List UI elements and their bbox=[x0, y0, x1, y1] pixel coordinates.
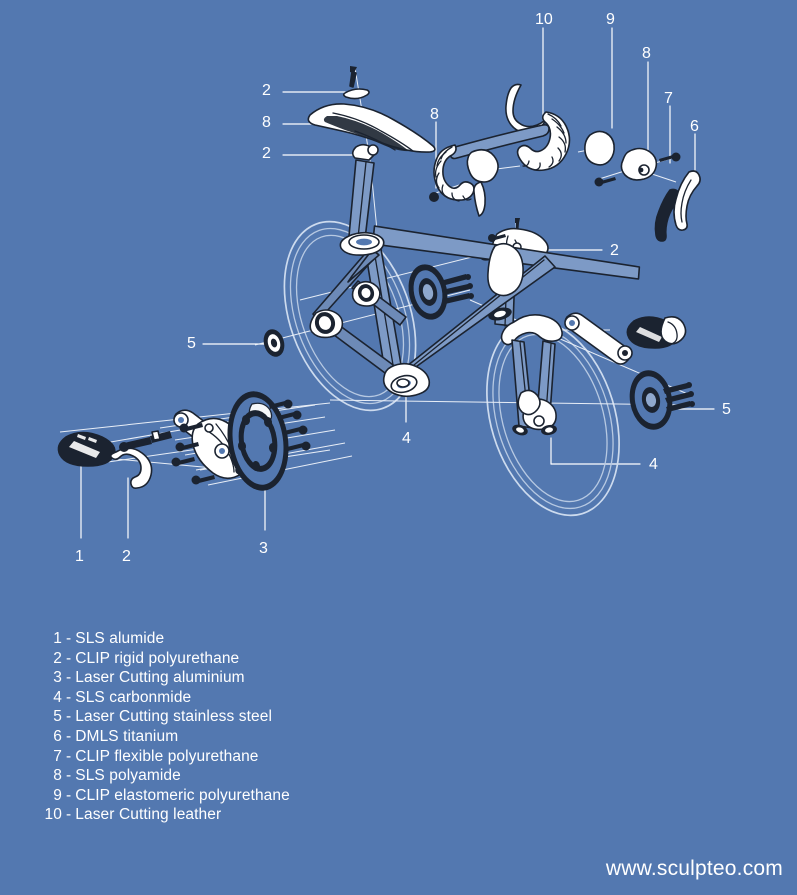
legend-item: 1 - SLS alumide bbox=[0, 630, 460, 650]
legend-label: Laser Cutting leather bbox=[75, 806, 222, 824]
legend-item: 8 - SLS polyamide bbox=[0, 767, 460, 787]
legend-dash: - bbox=[66, 747, 72, 765]
legend-dash: - bbox=[66, 649, 72, 667]
legend-label: SLS polyamide bbox=[75, 767, 181, 785]
brake-hood-left bbox=[466, 148, 499, 183]
legend-item: 6 - DMLS titanium bbox=[0, 728, 460, 748]
legend-dash: - bbox=[66, 630, 72, 647]
elastomeric-block bbox=[584, 130, 615, 166]
legend-item: 10 - Laser Cutting leather bbox=[0, 806, 460, 826]
callout-4-bottom-bracket: 4 bbox=[402, 430, 411, 447]
legend-number: 3 bbox=[53, 669, 62, 687]
legend-label: CLIP elastomeric polyurethane bbox=[75, 786, 290, 804]
callout-5-rear-rotor: 5 bbox=[187, 335, 196, 352]
right-crank-pedal-group bbox=[564, 312, 687, 365]
legend-dash: - bbox=[66, 786, 72, 804]
legend-number: 1 bbox=[53, 630, 62, 647]
fork-group bbox=[500, 314, 563, 436]
saddle-bolt bbox=[349, 66, 357, 88]
legend-number: 4 bbox=[53, 688, 62, 706]
legend-dash: - bbox=[66, 727, 72, 745]
legend-label: DMLS titanium bbox=[75, 727, 179, 745]
brake-lever-titanium bbox=[673, 170, 701, 231]
legend-label: SLS alumide bbox=[75, 630, 165, 647]
rear-wheel-outline bbox=[283, 220, 417, 412]
callout-8-saddle: 8 bbox=[262, 114, 271, 131]
callout-8-brake-hood-right: 8 bbox=[642, 45, 651, 62]
callout-3-chainring: 3 bbox=[259, 540, 268, 557]
handlebar-right-drop bbox=[516, 111, 571, 172]
legend-label: SLS carbonmide bbox=[75, 688, 192, 706]
saddle-clamp-cap bbox=[342, 88, 370, 100]
handlebar-left-drop bbox=[433, 144, 475, 202]
legend-number: 6 bbox=[53, 727, 62, 745]
legend-item: 5 - Laser Cutting stainless steel bbox=[0, 708, 460, 728]
legend-item: 2 - CLIP rigid polyurethane bbox=[0, 650, 460, 670]
legend-dash: - bbox=[66, 669, 72, 687]
cassette-rotor bbox=[408, 264, 474, 320]
legend-label: CLIP flexible polyurethane bbox=[75, 747, 259, 765]
rear-hub bbox=[309, 309, 344, 339]
legend-label: Laser Cutting aluminium bbox=[75, 669, 245, 687]
legend-number: 2 bbox=[53, 649, 62, 667]
bicycle-frame bbox=[263, 225, 641, 398]
footer-url[interactable]: www.sculpteo.com bbox=[605, 857, 783, 880]
legend-dash: - bbox=[66, 688, 72, 706]
callout-7-lever-cover: 7 bbox=[664, 90, 673, 107]
legend-item: 3 - Laser Cutting aluminium bbox=[0, 669, 460, 689]
toe-clip bbox=[109, 447, 153, 489]
right-pedal bbox=[626, 316, 687, 349]
callout-9-bar-plug: 9 bbox=[606, 11, 615, 28]
callout-2-seatpost-clamp: 2 bbox=[262, 145, 271, 162]
legend-number: 5 bbox=[53, 708, 62, 726]
brake-lever-left bbox=[473, 181, 486, 217]
legend-item: 7 - CLIP flexible polyurethane bbox=[0, 748, 460, 768]
chainring-bolts bbox=[171, 399, 311, 485]
callout-4-fork-dropout: 4 bbox=[649, 456, 658, 473]
legend-number: 9 bbox=[53, 786, 62, 804]
hood-bolt-left bbox=[429, 192, 439, 202]
callout-8-brake-hood-left: 8 bbox=[430, 106, 439, 123]
legend-label: Laser Cutting stainless steel bbox=[75, 708, 273, 726]
left-pedal bbox=[57, 431, 116, 467]
callout-5-front-rotor: 5 bbox=[722, 401, 731, 418]
legend-label: CLIP rigid polyurethane bbox=[75, 649, 240, 667]
legend-dash: - bbox=[66, 767, 72, 785]
legend-number: 7 bbox=[53, 747, 62, 765]
callout-2-saddle-clamp-top: 2 bbox=[262, 82, 271, 99]
callout-10-bar-tape: 10 bbox=[535, 11, 553, 28]
rear-rotor bbox=[263, 329, 285, 357]
front-rotor-group bbox=[629, 370, 695, 430]
saddle-group bbox=[307, 66, 436, 240]
rear-pivot bbox=[351, 280, 381, 307]
hood-bolts bbox=[594, 152, 681, 187]
legend-number: 10 bbox=[44, 806, 62, 824]
callout-6-brake-lever: 6 bbox=[690, 118, 699, 135]
chainring bbox=[227, 391, 289, 491]
brake-hood-right bbox=[620, 147, 658, 181]
legend-item: 4 - SLS carbonmide bbox=[0, 689, 460, 709]
callout-2-stem: 2 bbox=[610, 242, 619, 259]
left-drivetrain-group bbox=[57, 391, 311, 491]
legend-dash: - bbox=[66, 708, 72, 726]
bottom-bracket-spindle bbox=[119, 430, 172, 452]
legend-item: 9 - CLIP elastomeric polyurethane bbox=[0, 787, 460, 807]
handlebar-group bbox=[429, 83, 701, 242]
head-tube bbox=[487, 242, 524, 297]
callout-2-toe-clip: 2 bbox=[122, 548, 131, 565]
fork-crown bbox=[500, 314, 563, 346]
materials-legend: 1 - SLS alumide 2 - CLIP rigid polyureth… bbox=[0, 630, 460, 826]
legend-number: 8 bbox=[53, 767, 62, 785]
callout-1-pedal: 1 bbox=[75, 548, 84, 565]
legend-dash: - bbox=[66, 806, 72, 824]
